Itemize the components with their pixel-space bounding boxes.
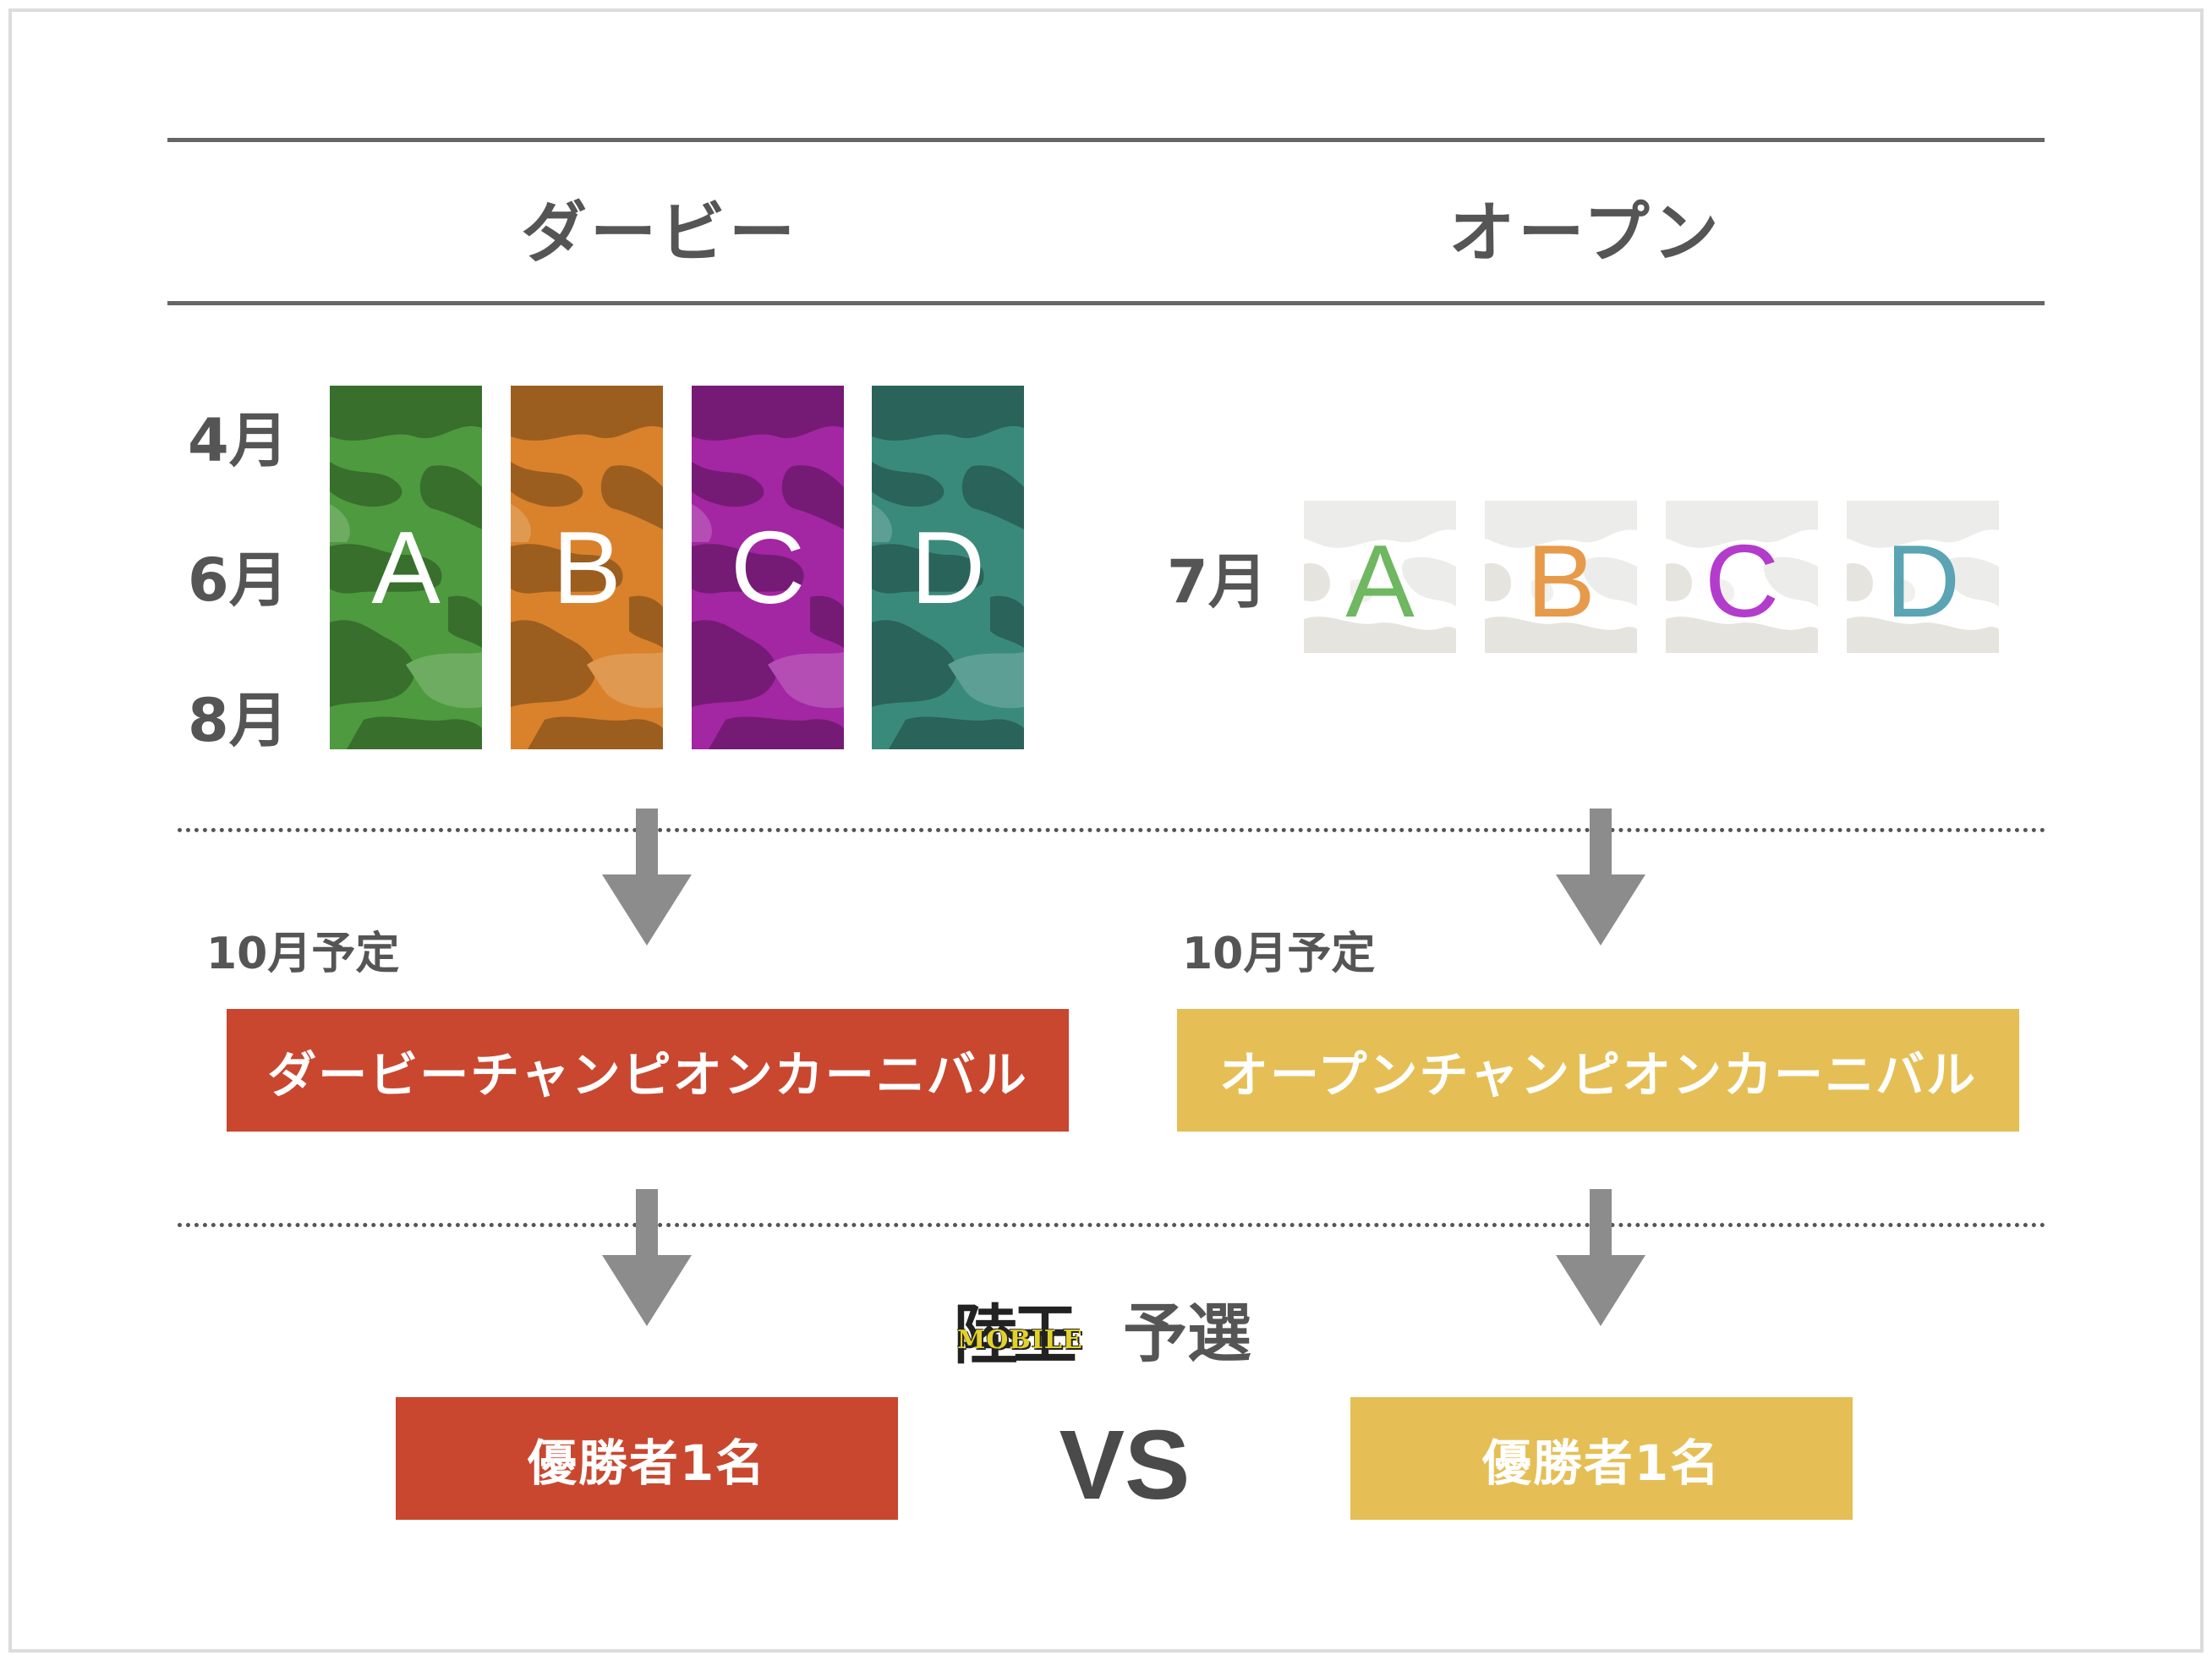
schedule-label-open: 10月予定 xyxy=(1182,929,1376,979)
month-label-august: 8月 xyxy=(188,686,288,755)
rikuo-mobile-qualifier-logo: 陸王 MOBILE 予選 xyxy=(954,1281,1267,1373)
light-camouflage-pattern xyxy=(1485,501,1637,653)
versus-label: VS xyxy=(1059,1410,1191,1520)
open-series-letter: A xyxy=(1345,524,1415,639)
derby-series-d-block: D xyxy=(872,386,1024,749)
derby-carnival-banner: ダービーチャンピオンカーニバル xyxy=(227,1009,1069,1132)
open-carnival-banner: オープンチャンピオンカーニバル xyxy=(1177,1009,2019,1132)
open-column-title: オープン xyxy=(1448,195,1722,271)
logo-kanji: 陸王 xyxy=(954,1297,1077,1373)
logo-qualifier-text: 予選 xyxy=(1123,1296,1251,1371)
camouflage-pattern xyxy=(330,386,482,749)
light-camouflage-pattern xyxy=(1847,501,1999,653)
logo-mobile-text: MOBILE xyxy=(957,1325,1083,1355)
light-camouflage-pattern xyxy=(1304,501,1456,653)
camouflage-pattern xyxy=(511,386,663,749)
down-arrow-icon xyxy=(1554,809,1647,948)
open-winner-banner: 優勝者1名 xyxy=(1350,1397,1853,1520)
open-series-b-block: B xyxy=(1485,501,1637,653)
header-bottom-rule xyxy=(167,301,2045,305)
down-arrow-icon xyxy=(1554,1189,1647,1329)
derby-series-b-block: B xyxy=(511,386,663,749)
header-top-rule xyxy=(167,138,2045,142)
down-arrow-icon xyxy=(600,1189,693,1329)
derby-winner-banner: 優勝者1名 xyxy=(396,1397,898,1520)
schedule-label-derby: 10月予定 xyxy=(206,929,400,979)
open-series-letter: B xyxy=(1526,524,1596,639)
derby-column-title: ダービー xyxy=(520,195,798,271)
open-series-c-block: C xyxy=(1666,501,1818,653)
derby-series-letter: A xyxy=(371,510,441,625)
derby-series-a-block: A xyxy=(330,386,482,749)
month-label-july: 7月 xyxy=(1167,547,1268,617)
month-label-april: 4月 xyxy=(188,406,288,475)
open-series-a-block: A xyxy=(1304,501,1456,653)
open-series-d-block: D xyxy=(1847,501,1999,653)
derby-series-letter: B xyxy=(552,510,621,625)
dotted-separator-lower xyxy=(178,1223,2046,1227)
open-series-letter: C xyxy=(1704,524,1780,639)
light-camouflage-pattern xyxy=(1666,501,1818,653)
open-series-letter: D xyxy=(1885,524,1961,639)
derby-series-letter: D xyxy=(910,510,986,625)
rikuo-mobile-logo-mark: 陸王 MOBILE xyxy=(954,1281,1123,1373)
month-label-june: 6月 xyxy=(188,545,288,615)
down-arrow-icon xyxy=(600,809,693,948)
camouflage-pattern xyxy=(872,386,1024,749)
derby-series-letter: C xyxy=(730,510,806,625)
dotted-separator-upper xyxy=(178,828,2046,832)
derby-series-c-block: C xyxy=(692,386,844,749)
camouflage-pattern xyxy=(692,386,844,749)
